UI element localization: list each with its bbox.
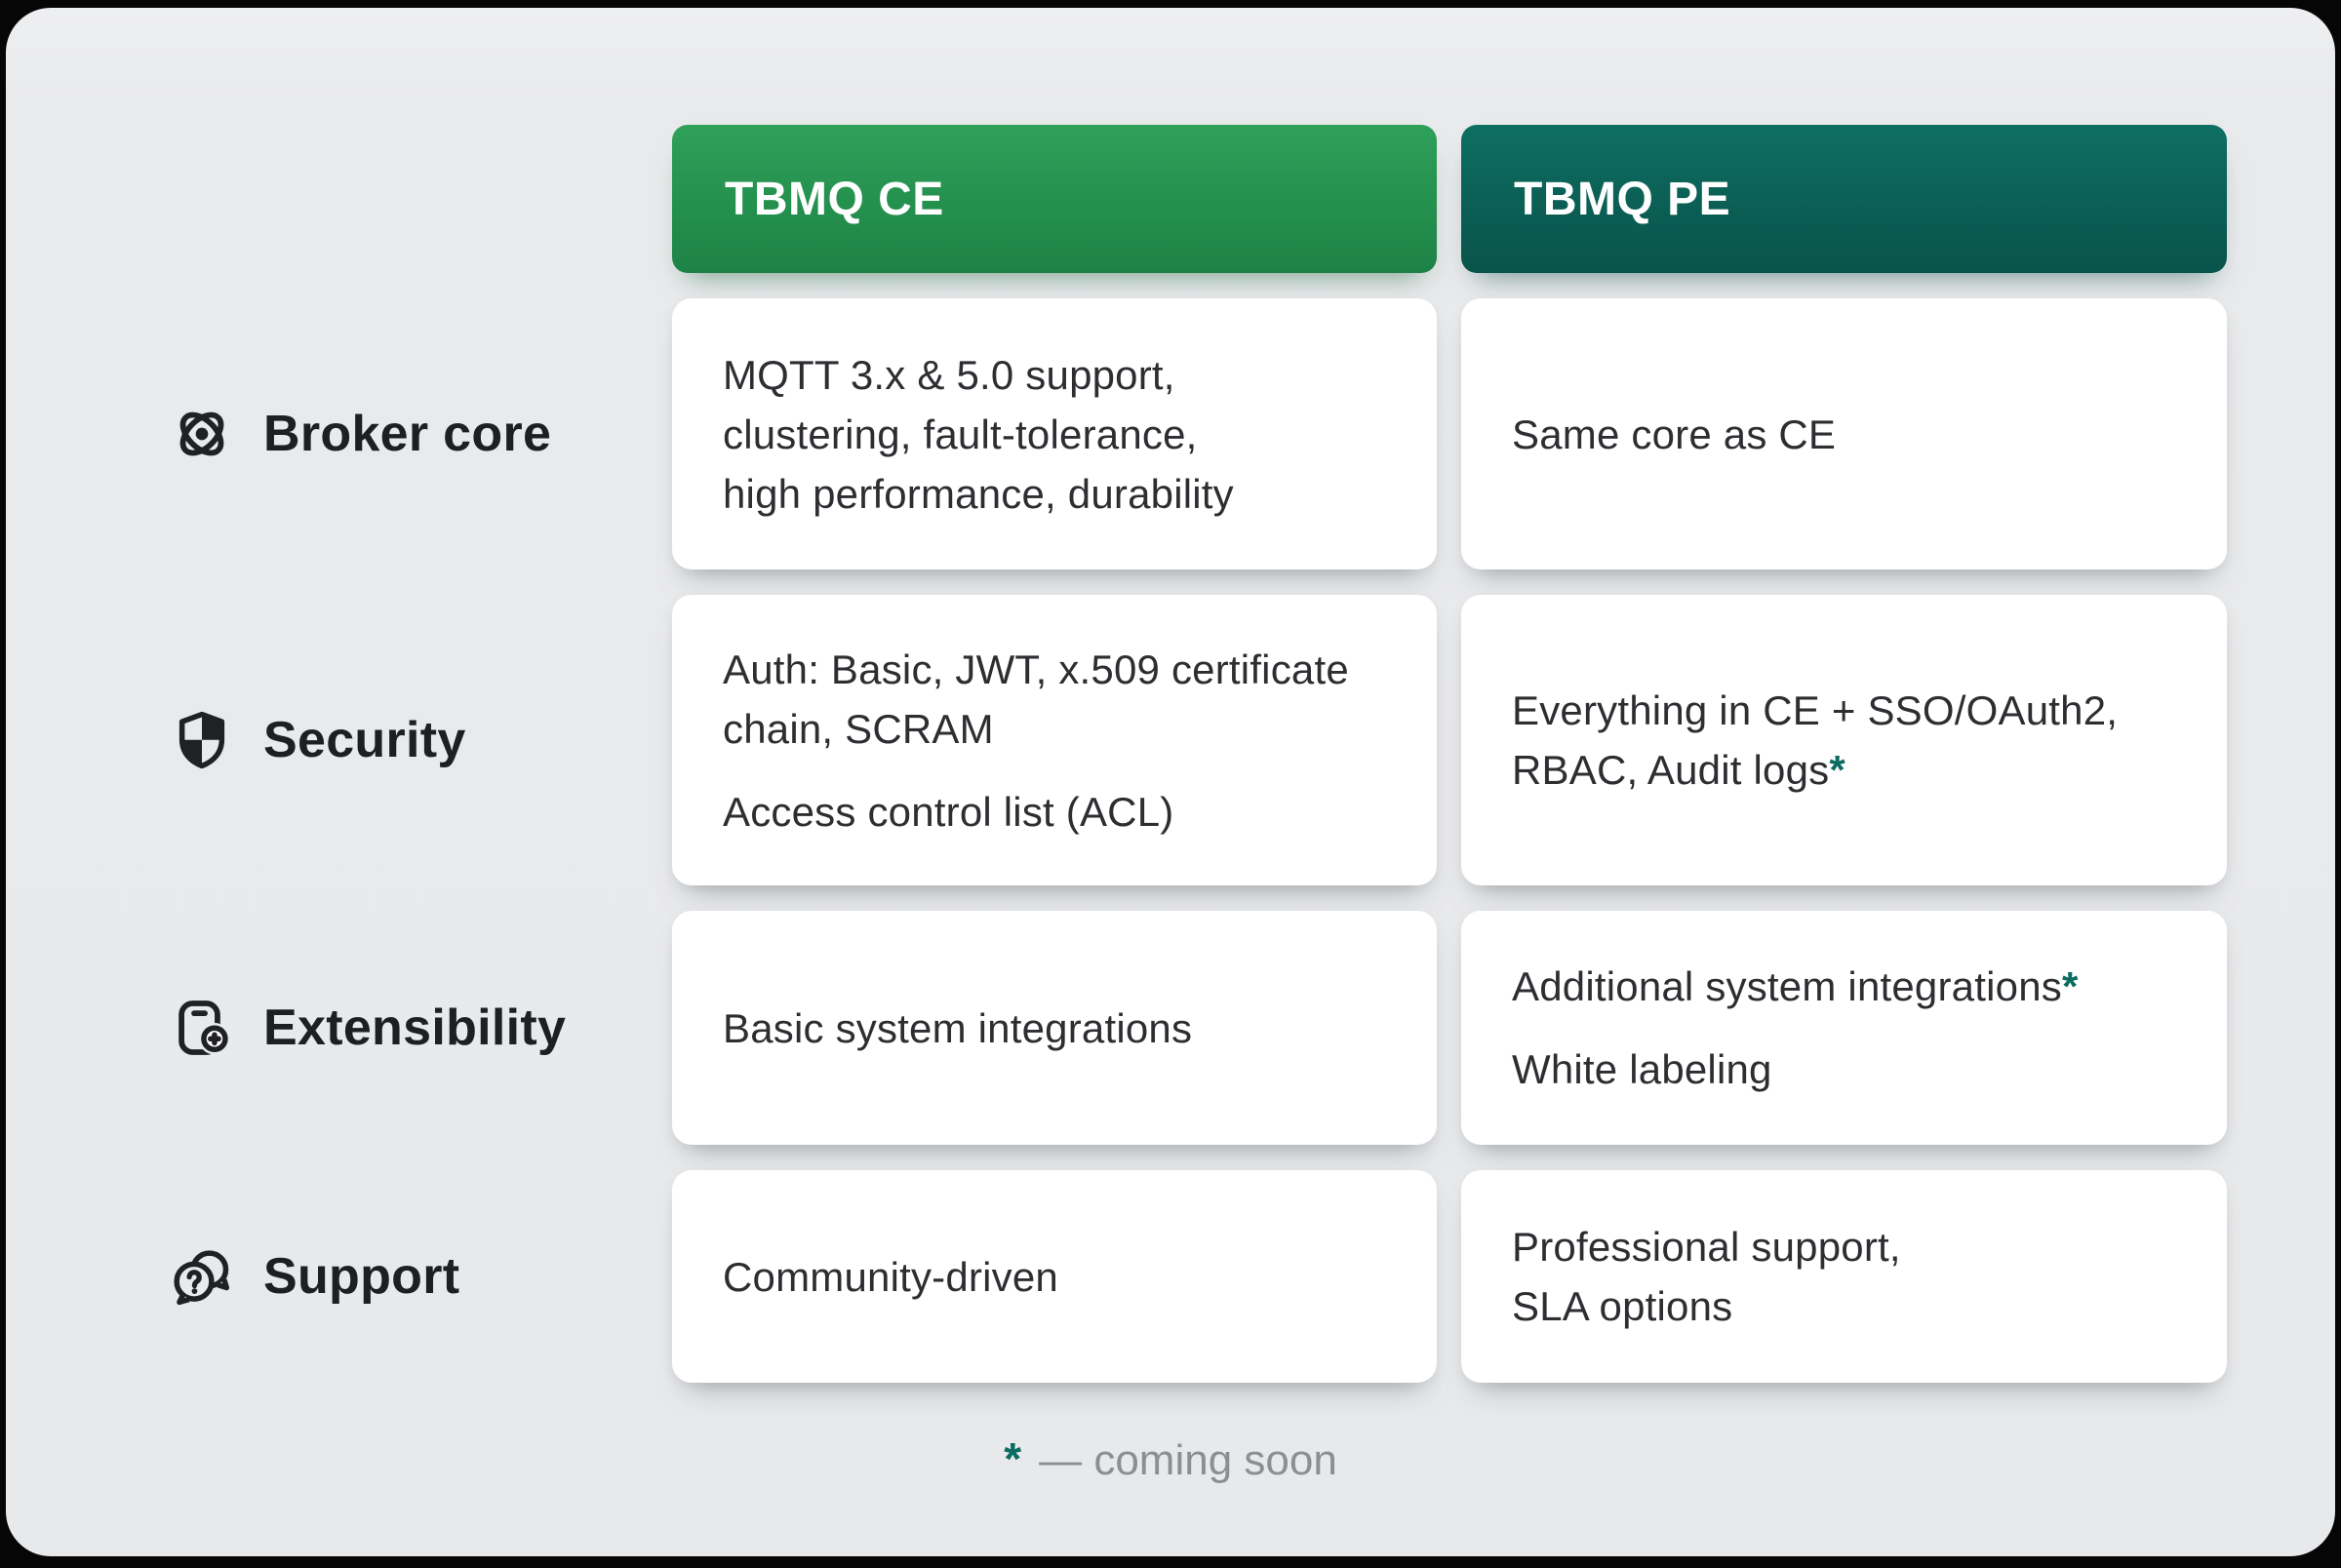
- cell-text: Access control list (ACL): [723, 788, 1174, 835]
- header-spacer: [162, 125, 648, 273]
- atom-icon: [170, 402, 234, 466]
- panel-background: TBMQ CE TBMQ PE Broker core: [6, 8, 2335, 1556]
- coming-soon-asterisk: *: [1004, 1433, 1022, 1484]
- cell-text: MQTT 3.x & 5.0 support, clustering, faul…: [723, 351, 1234, 517]
- cell-support-ce: Community-driven: [672, 1170, 1437, 1383]
- cell-text: Everything in CE + SSO/OAuth2, RBAC, Aud…: [1512, 681, 2183, 800]
- row-label-support: Support: [162, 1170, 648, 1383]
- comparison-table: TBMQ CE TBMQ PE Broker core: [162, 125, 2227, 1383]
- coming-soon-asterisk: *: [1829, 747, 1845, 793]
- cell-extensibility-pe: Additional system integrations* White la…: [1461, 911, 2227, 1145]
- row-label-text: Support: [263, 1248, 460, 1305]
- column-header-ce-label: TBMQ CE: [725, 173, 944, 225]
- cell-text-segment: Additional system integrations: [1512, 963, 2062, 1009]
- column-header-ce: TBMQ CE: [672, 125, 1437, 273]
- cell-broker-ce: MQTT 3.x & 5.0 support, clustering, faul…: [672, 298, 1437, 569]
- device-plus-icon: [170, 996, 234, 1060]
- cell-extensibility-ce: Basic system integrations: [672, 911, 1437, 1145]
- column-header-pe: TBMQ PE: [1461, 125, 2227, 273]
- row-label-text: Extensibility: [263, 1000, 567, 1056]
- cell-support-pe: Professional support, SLA options: [1461, 1170, 2227, 1383]
- cell-text: Same core as CE: [1512, 411, 1837, 457]
- row-label-broker-core: Broker core: [162, 298, 648, 569]
- cell-text-segment: Everything in CE + SSO/OAuth2, RBAC, Aud…: [1512, 687, 2119, 793]
- cell-security-pe: Everything in CE + SSO/OAuth2, RBAC, Aud…: [1461, 595, 2227, 885]
- chat-question-icon: [170, 1244, 234, 1309]
- cell-text: Community-driven: [723, 1253, 1058, 1300]
- cell-text: Basic system integrations: [723, 1004, 1193, 1051]
- cell-text: Auth: Basic, JWT, x.509 certificate chai…: [723, 646, 1349, 752]
- footnote-text: — coming soon: [1039, 1436, 1337, 1484]
- row-label-extensibility: Extensibility: [162, 911, 648, 1145]
- row-label-text: Broker core: [263, 406, 552, 462]
- shield-icon: [170, 708, 234, 772]
- cell-security-ce: Auth: Basic, JWT, x.509 certificate chai…: [672, 595, 1437, 885]
- cell-broker-pe: Same core as CE: [1461, 298, 2227, 569]
- cell-text: Additional system integrations*: [1512, 957, 2183, 1016]
- cell-text: Professional support, SLA options: [1512, 1224, 1901, 1329]
- row-label-security: Security: [162, 595, 648, 885]
- column-header-pe-label: TBMQ PE: [1514, 173, 1731, 225]
- footnote: * — coming soon: [6, 1430, 2335, 1490]
- row-label-text: Security: [263, 712, 466, 768]
- coming-soon-asterisk: *: [2061, 963, 2079, 1009]
- cell-text: White labeling: [1512, 1046, 1772, 1092]
